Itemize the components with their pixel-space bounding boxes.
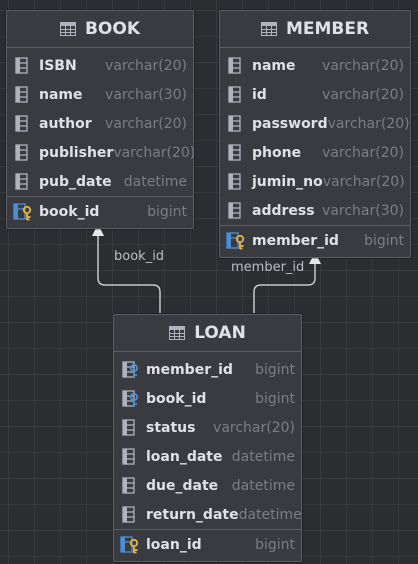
column-name: status [146, 419, 196, 436]
key-type: bigint [255, 536, 295, 553]
column-icon [226, 85, 246, 105]
primary-key-icon [226, 231, 246, 251]
column-type: varchar(20) [105, 115, 187, 132]
foreign-key-column-icon [120, 360, 140, 380]
column-name: name [39, 86, 83, 103]
table-header: BOOK [7, 11, 193, 48]
column-icon [120, 476, 140, 496]
table-icon [260, 22, 277, 36]
table-icon [59, 22, 76, 36]
column-icon [13, 56, 33, 76]
arrowhead-member [309, 252, 321, 264]
table-title: BOOK [84, 19, 141, 39]
column-type: varchar(20) [327, 115, 410, 132]
primary-key-icon [120, 535, 140, 555]
column-name: id [252, 86, 267, 103]
column-name: ISBN [39, 57, 77, 74]
column-name: address [252, 202, 315, 219]
column-icon [120, 505, 140, 525]
table-title: MEMBER [285, 19, 370, 39]
primary-key-icon [13, 202, 33, 222]
column-icon [13, 172, 33, 192]
relation-label-book: book_id [114, 249, 165, 264]
column-type: datetime [123, 173, 187, 190]
column-icon [120, 447, 140, 467]
column-row[interactable]: due_date datetime [114, 471, 301, 500]
column-row[interactable]: author varchar(20) [7, 109, 193, 138]
column-icon [226, 172, 246, 192]
column-name: book_id [146, 390, 207, 407]
table-member[interactable]: MEMBER name varchar(20) id varchar(20) pas… [219, 10, 411, 258]
arrowhead-book [92, 224, 104, 236]
column-type: varchar(20) [105, 57, 187, 74]
column-icon [13, 85, 33, 105]
column-icon [226, 56, 246, 76]
column-type: varchar(20) [322, 86, 404, 103]
relation-line-member [253, 262, 316, 313]
column-row[interactable]: book_id bigint [114, 384, 301, 413]
column-name: member_id [146, 361, 233, 378]
column-name: phone [252, 144, 302, 161]
column-type: bigint [255, 361, 295, 378]
table-title: LOAN [194, 323, 246, 343]
column-row[interactable]: status varchar(20) [114, 413, 301, 442]
column-type: datetime [231, 477, 295, 494]
column-name: password [252, 115, 328, 132]
column-type: varchar(30) [105, 86, 187, 103]
column-row[interactable]: member_id bigint [114, 355, 301, 384]
column-icon [226, 201, 246, 221]
column-name: return_date [146, 506, 239, 523]
key-name: book_id [39, 203, 100, 220]
column-row[interactable]: address varchar(30) [220, 196, 410, 225]
table-header: MEMBER [220, 11, 410, 48]
column-type: varchar(30) [322, 202, 404, 219]
column-icon [226, 114, 246, 134]
column-name: pub_date [39, 173, 112, 190]
table-header: LOAN [114, 315, 301, 352]
column-icon [120, 418, 140, 438]
column-type: varchar(20) [113, 144, 196, 161]
column-name: name [252, 57, 296, 74]
column-type: varchar(20) [322, 144, 404, 161]
key-type: bigint [364, 232, 404, 249]
key-type: bigint [147, 203, 187, 220]
column-row[interactable]: ISBN varchar(20) [7, 51, 193, 80]
column-type: varchar(20) [213, 419, 295, 436]
key-name: member_id [252, 232, 339, 249]
foreign-key-column-icon [120, 389, 140, 409]
key-row[interactable]: book_id bigint [7, 197, 193, 226]
column-row[interactable]: phone varchar(20) [220, 138, 410, 167]
column-type: datetime [238, 506, 302, 523]
column-row[interactable]: loan_date datetime [114, 442, 301, 471]
column-type: bigint [255, 390, 295, 407]
column-name: due_date [146, 477, 219, 494]
relation-line-book [97, 232, 161, 313]
key-row[interactable]: loan_id bigint [114, 530, 301, 559]
column-type: varchar(20) [322, 57, 404, 74]
column-icon [13, 114, 33, 134]
relation-label-member: member_id [231, 260, 305, 275]
key-name: loan_id [146, 536, 202, 553]
column-row[interactable]: name varchar(30) [7, 80, 193, 109]
table-book[interactable]: BOOK ISBN varchar(20) name varchar(30) aut… [6, 10, 196, 229]
column-row[interactable]: name varchar(20) [220, 51, 410, 80]
table-icon [169, 326, 186, 340]
column-row[interactable]: id varchar(20) [220, 80, 410, 109]
column-name: author [39, 115, 92, 132]
column-name: jumin_no [252, 173, 323, 190]
column-type: datetime [231, 448, 295, 465]
column-row[interactable]: pub_date datetime [7, 167, 193, 196]
column-icon [226, 143, 246, 163]
column-type: varchar(20) [322, 173, 405, 190]
key-row[interactable]: member_id bigint [220, 226, 410, 255]
column-icon [13, 143, 33, 163]
column-name: loan_date [146, 448, 223, 465]
column-name: publisher [39, 144, 114, 161]
